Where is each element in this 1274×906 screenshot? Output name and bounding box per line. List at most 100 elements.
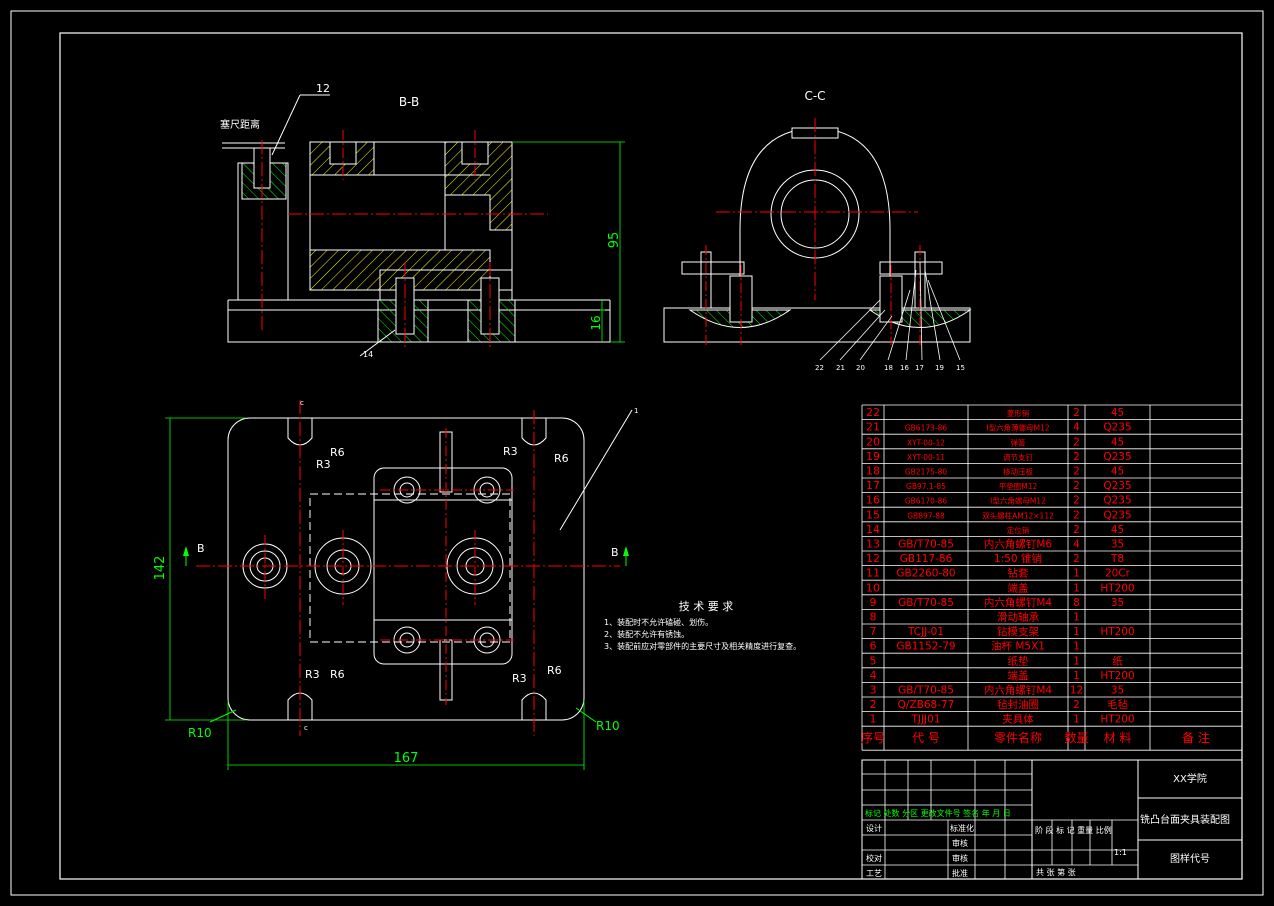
bom-row-18-material: 45 [1111, 466, 1124, 478]
bom-row-15-material: Q235 [1103, 509, 1131, 521]
bom-row-22-material: 45 [1111, 407, 1124, 419]
bom-row-11-qty: 1 [1073, 568, 1080, 580]
bom-row-22-no: 22 [866, 406, 880, 419]
title-block: 标记 处数 分区 更改文件号 签名 年 月 日 设计 标准化 审核 校对 审核 … [861, 759, 1243, 880]
bom-row-9-qty: 8 [1073, 597, 1080, 609]
r6-bottom-right: R6 [547, 664, 562, 677]
r3-bottom-left: R3 [305, 668, 320, 681]
bom-row-21-no: 21 [866, 421, 880, 434]
bom-row-21-code: GB6173-86 [905, 424, 948, 433]
bom-row-10-no: 10 [866, 581, 880, 594]
bom-row-21-material: Q235 [1103, 422, 1131, 434]
bom-row-4-material: HT200 [1100, 670, 1134, 682]
bom-row-19-code: XYT-00-11 [907, 453, 945, 462]
bom-row-20-material: 45 [1111, 436, 1124, 448]
bom-row-13-code: GB/T70-85 [898, 539, 954, 551]
bom-row-8-qty: 1 [1073, 612, 1080, 624]
cc-balloon-17: 17 [915, 364, 924, 372]
title-drawing-code: 图样代号 [1170, 852, 1210, 865]
bom-header-name: 零件名称 [994, 730, 1042, 745]
title-drawing-title: 铣凸台面夹具装配图 [1140, 813, 1230, 826]
cc-balloon-15: 15 [956, 364, 965, 372]
bom-row-14-no: 14 [866, 523, 880, 536]
bom-row-6-no: 6 [870, 640, 877, 653]
bom-row-8-name: 滑动轴承 [997, 611, 1039, 624]
bom-row-9-material: 35 [1111, 597, 1124, 609]
bom-row-7-material: HT200 [1100, 626, 1134, 638]
bom-row-13-material: 35 [1111, 539, 1124, 551]
bom-row-3-code: GB/T70-85 [898, 685, 954, 697]
cc-balloon-16: 16 [900, 364, 909, 372]
bom-row-20-name: 弹簧 [1011, 437, 1027, 447]
cc-balloon-20: 20 [856, 364, 865, 372]
bom-row-18-name: 移动压板 [1003, 467, 1033, 477]
bom-header-material: 材 料 [1104, 731, 1132, 745]
bom-row-12-qty: 2 [1073, 553, 1080, 565]
balloon-12: 12 [316, 82, 330, 95]
r3-bottom-right: R3 [512, 672, 527, 685]
bom-row-3-name: 内六角螺钉M4 [984, 684, 1053, 697]
cut-b-right: B [611, 546, 619, 559]
dim-167: 167 [394, 751, 419, 766]
bom-row-11-name: 钻套 [1008, 567, 1030, 580]
technical-requirements: 技 术 要 求 1、装配时不允许磕碰、划伤。 2、装配不允许有锈蚀。 3、装配前… [604, 600, 801, 651]
r3-top-left: R3 [316, 458, 331, 471]
bom-row-3-qty: 12 [1070, 685, 1083, 697]
section-bb-view: B-B 95 [220, 82, 625, 359]
bom-row-9-no: 9 [870, 596, 877, 609]
feeler-gauge-label: 塞尺距离 [220, 118, 260, 131]
bom-row-3-no: 3 [870, 684, 877, 697]
bom-row-11-code: GB2260-80 [896, 568, 955, 580]
bom-row-18-qty: 2 [1073, 466, 1080, 478]
cc-balloon-22: 22 [815, 364, 824, 372]
bom-row-17-code: GB97.1-85 [906, 482, 946, 491]
section-cc-view: C-C 22 21 20 18 16 [663, 89, 972, 372]
bom-row-5-qty: 1 [1073, 655, 1080, 667]
bom-row-9-name: 内六角螺钉M4 [984, 596, 1053, 609]
bom-row-2-code: Q/ZB68-77 [898, 699, 955, 711]
cut-b-left: B [197, 542, 205, 555]
bom-row-6-code: GB1152-79 [896, 641, 955, 653]
bom-row-13-qty: 4 [1073, 539, 1080, 551]
bom-row-1-no: 1 [870, 713, 877, 726]
bom-row-20-code: XYT-00-12 [907, 438, 945, 447]
title-sheet-labels: 共 张 第 张 [1036, 867, 1076, 877]
bom-row-2-qty: 2 [1073, 699, 1080, 711]
tech-req-item-1: 1、装配时不允许磕碰、划伤。 [604, 617, 713, 627]
bom-row-15-qty: 2 [1073, 509, 1080, 521]
bom-row-1-material: HT200 [1100, 714, 1134, 726]
bom-row-6-name: 油杯 M5X1 [991, 640, 1045, 653]
r10-right: R10 [596, 719, 620, 733]
outer-border [10, 10, 1264, 896]
balloon-1: 1 [634, 407, 638, 415]
bom-row-7-name: 钻模支架 [997, 625, 1039, 638]
r3-top-right: R3 [503, 445, 518, 458]
balloon-14: 14 [363, 350, 373, 359]
bom-row-19-material: Q235 [1103, 451, 1131, 463]
dim-142: 142 [153, 556, 168, 581]
bom-row-17-no: 17 [866, 479, 880, 492]
bom-row-18-no: 18 [866, 465, 880, 478]
cc-balloon-18: 18 [884, 364, 893, 372]
title-proof: 审核 [952, 838, 968, 848]
section-cc-label: C-C [804, 89, 825, 103]
title-check: 校对 [866, 853, 882, 863]
bom-row-7-qty: 1 [1073, 626, 1080, 638]
bom-row-15-no: 15 [866, 508, 880, 521]
bom-row-14-material: 45 [1111, 524, 1124, 536]
title-std: 标准化 [950, 823, 974, 833]
bom-row-8-no: 8 [870, 611, 877, 624]
bom-row-20-no: 20 [866, 435, 880, 448]
r6-top-left: R6 [330, 446, 345, 459]
bom-header-code: 代 号 [912, 731, 940, 745]
cut-c-top: c [300, 399, 304, 407]
bom-row-10-name: 端盖 [1008, 581, 1030, 594]
bom-header-no: 序号 [861, 730, 885, 745]
bom-row-12-code: GB117-86 [900, 553, 953, 565]
bom-row-19-name: 调节支钉 [1003, 452, 1033, 462]
bom-row-15-code: GB897-88 [907, 511, 945, 520]
bom-row-5-material: 纸 [1112, 654, 1123, 667]
bom-row-15-name: 双头螺柱AM12×112 [982, 510, 1054, 520]
bom-row-7-no: 7 [870, 625, 877, 638]
